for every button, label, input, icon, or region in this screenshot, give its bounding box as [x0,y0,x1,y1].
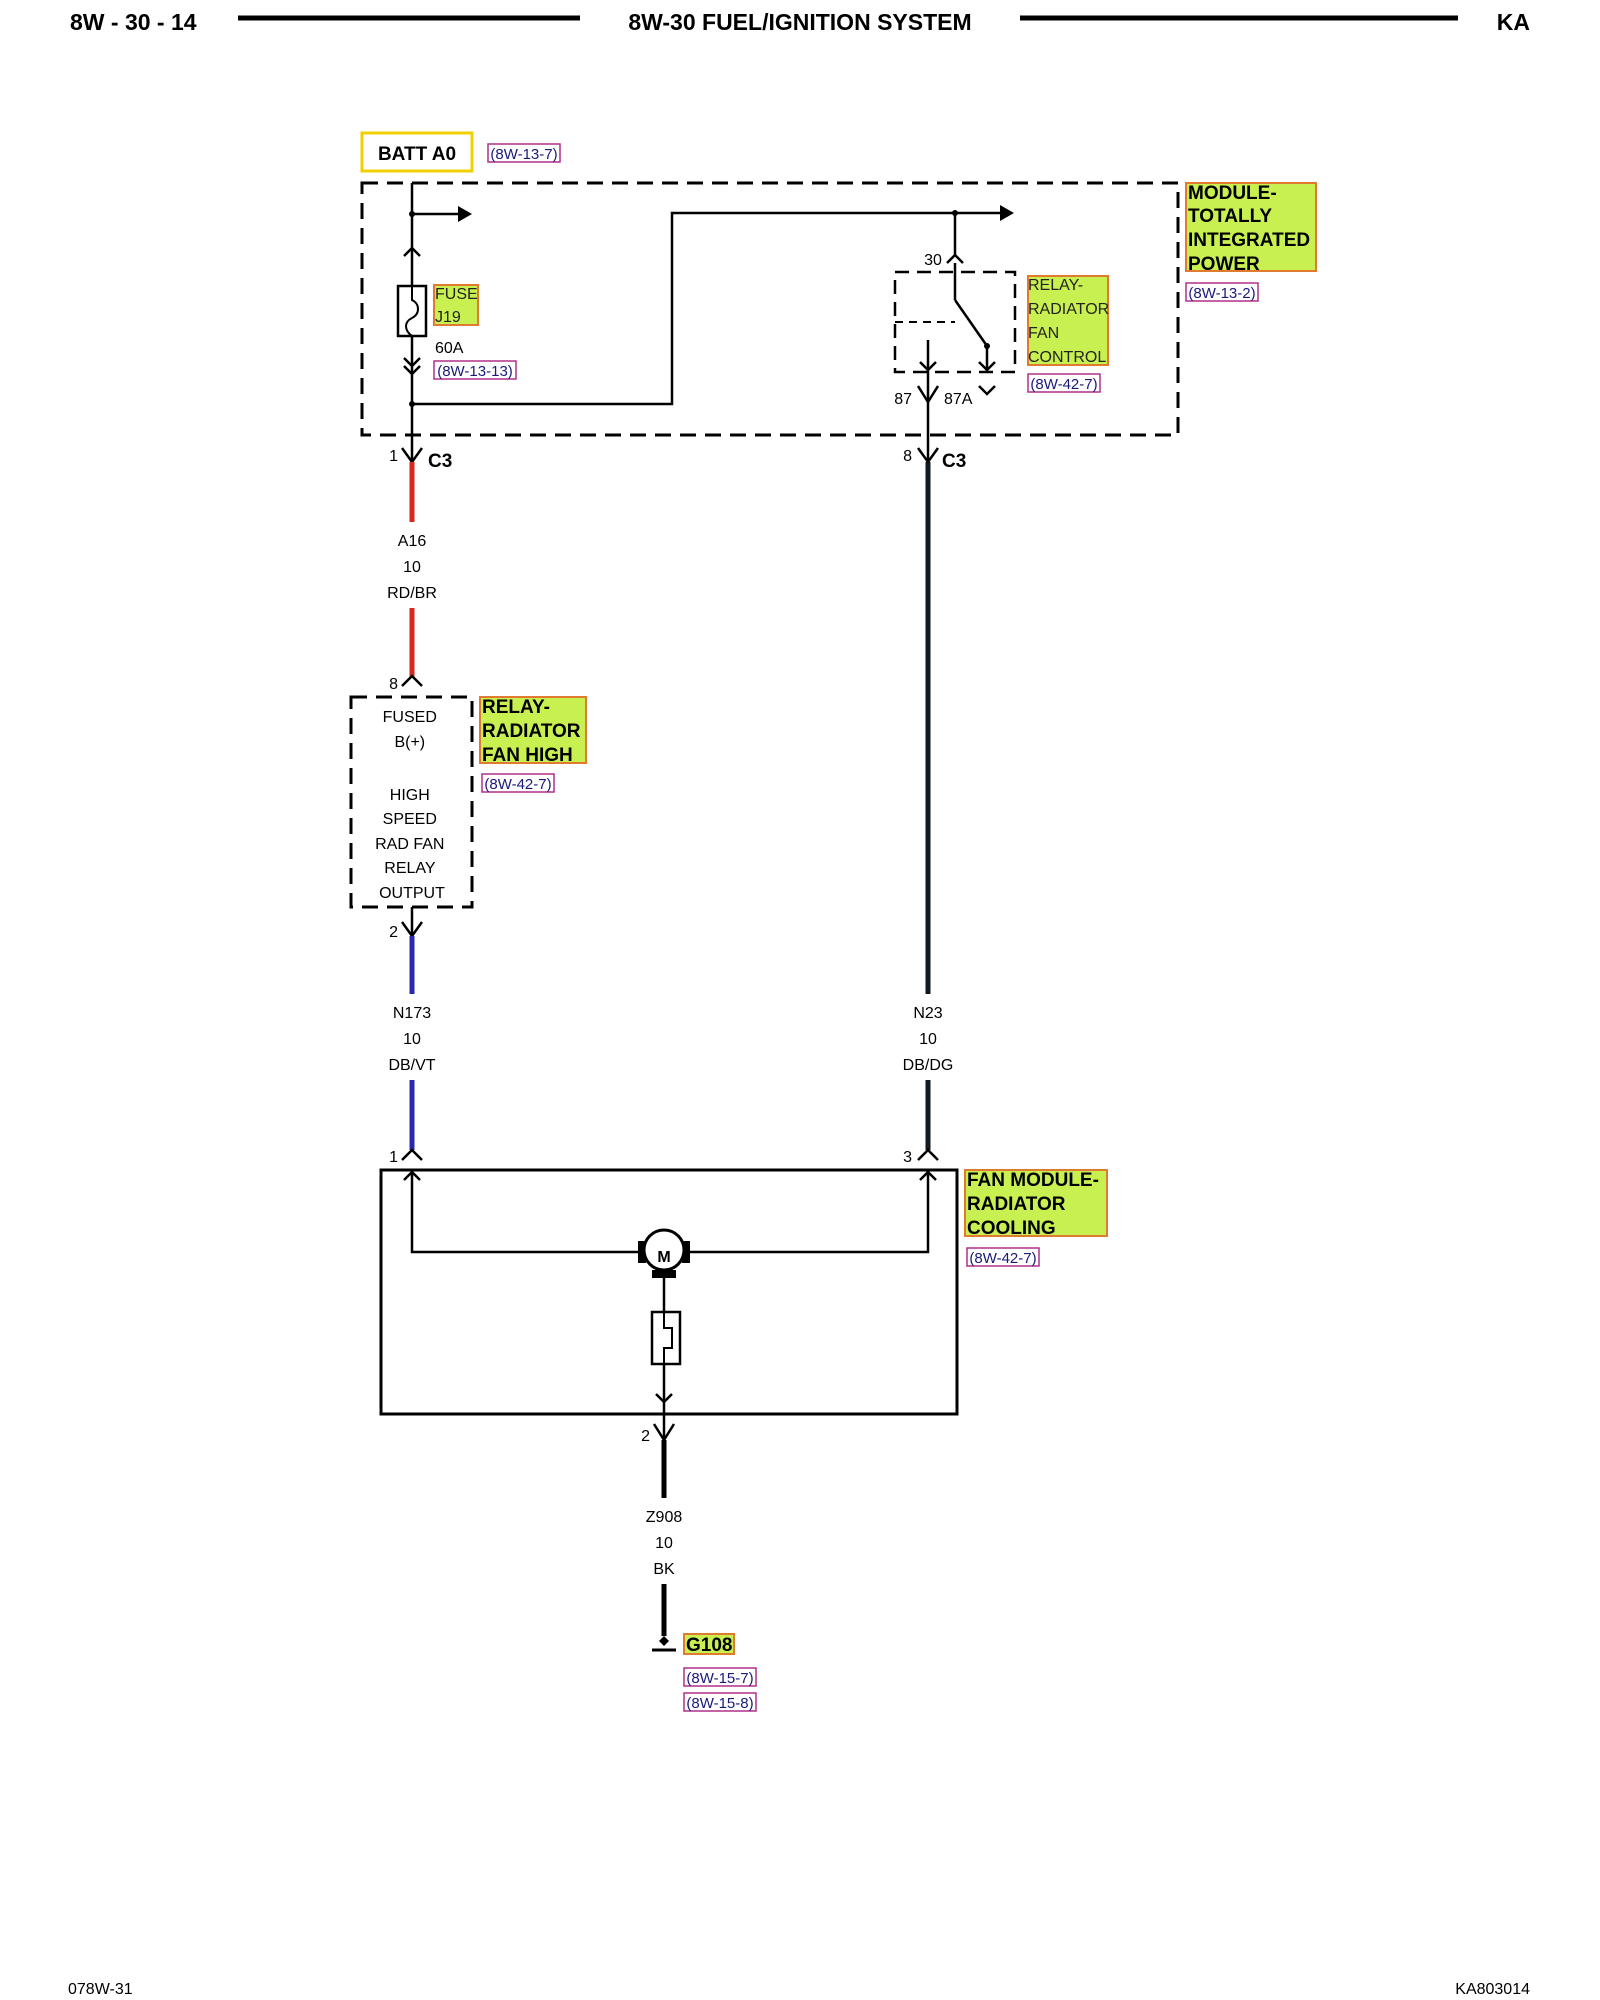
fan-module-ref: (8W-42-7) [969,1250,1036,1267]
motor-base [652,1270,676,1278]
batt-ref: (8W-13-7) [490,146,557,163]
ground-symbol-icon [659,1636,669,1646]
tipm-feed-line [412,211,1012,406]
relay-fan-high-ref-box [481,773,555,793]
fan-module-name: FAN MODULE- RADIATOR COOLING [967,1170,1104,1239]
relay-name: RELAY- RADIATOR FAN CONTROL [1028,277,1114,366]
fuse-rating: 60A [435,340,464,357]
wire-n173-color: DB/VT [388,1057,435,1074]
batt-ref-box [487,143,561,163]
wire-n173-gauge: 10 [403,1031,421,1048]
relay-ref-box [1027,373,1101,393]
relay-high-pin-in: 8 [389,676,398,693]
relay-pin-87: 87 [894,391,912,408]
fuse-bottom-connector-icon [403,357,421,368]
relay-fan-high-highlight [479,696,587,764]
relay-30-connector-icon [946,253,964,264]
wire-a16-circuit: A16 [398,533,427,550]
fan-pin1-connector-icon [401,1148,423,1161]
fan-internal-left-feed [410,1170,642,1254]
fan-pin3-connector-icon [917,1148,939,1161]
page-id: 8W - 30 - 14 [70,9,197,35]
tipm-module-box [360,181,1180,437]
wire-z908-circuit: Z908 [646,1509,683,1526]
fan-module-ref-box [966,1247,1040,1267]
page-title: 8W-30 FUEL/IGNITION SYSTEM [628,9,971,35]
fuse-element-icon [405,286,419,337]
fuse-name: FUSE J19 [435,286,482,326]
wire-n23-circuit: N23 [913,1005,942,1022]
footer-right-code: KA803014 [1455,1981,1530,1998]
c3-right-pin: 8 [903,448,912,465]
relay-switch-arm-icon [953,299,989,347]
fan-pin-left: 1 [389,1149,398,1166]
fuse-name-highlight [433,284,479,326]
fan-pin-right: 3 [903,1149,912,1166]
fuse-bottom-connector-icon-2 [403,365,421,376]
tipm-ref: (8W-13-2) [1188,285,1255,302]
fan-module-highlight [964,1169,1108,1237]
relay-fan-high-inner: FUSED B(+) HIGH SPEED RAD FAN RELAY OUTP… [375,709,449,902]
tipm-bus-arrow [458,206,472,222]
relay-fan-high-ref: (8W-42-7) [484,776,551,793]
breaker-arrow-icon [655,1393,673,1404]
relay-fan-high-name: RELAY- RADIATOR FAN HIGH [482,697,586,766]
circuit-breaker-element-icon [663,1312,673,1364]
relay-name-highlight [1027,275,1109,366]
motor-label: M [657,1249,670,1266]
c3-right-name: C3 [942,451,966,472]
tipm-ref-box [1185,282,1259,302]
tipm-name-highlight [1185,182,1317,272]
fuse-ref-box [433,360,517,380]
wire-n173-circuit: N173 [393,1005,431,1022]
batt-label: BATT A0 [378,144,456,165]
tipm-name: MODULE- TOTALLY INTEGRATED POWER [1188,183,1315,275]
wire-a16-gauge: 10 [403,559,421,576]
ground-ref-1: (8W-15-7) [686,1670,753,1687]
relay-pin-30: 30 [924,252,942,269]
fuse-ref: (8W-13-13) [437,363,513,380]
relay-high-pin8-connector-icon [401,674,423,687]
ground-ref-box-2 [683,1692,757,1712]
relay-high-pin-out: 2 [389,924,398,941]
relay-pin-87a: 87A [944,391,973,408]
fan-pin-ground: 2 [641,1428,650,1445]
relay-ref: (8W-42-7) [1030,376,1097,393]
fan-internal-left-arrow [403,1170,421,1181]
wire-z908-color: BK [653,1561,675,1578]
ground-ref-box-1 [683,1667,757,1687]
ground-ref-2: (8W-15-8) [686,1695,753,1712]
ground-name-highlight [683,1633,735,1655]
tipm-feed-arrow [1000,205,1014,221]
fan-internal-right-arrow [919,1170,937,1181]
c3-left-name: C3 [428,451,452,472]
ground-name: G108 [686,1635,732,1656]
motor-right-brush [682,1241,690,1263]
footer-left-code: 078W-31 [68,1981,133,1998]
relay-87-arrow-icon [919,361,937,372]
wire-z908-gauge: 10 [655,1535,673,1552]
wire-n23-gauge: 10 [919,1031,937,1048]
motor-left-brush [638,1241,646,1263]
wire-n23-color: DB/DG [903,1057,954,1074]
relay-87-connector-icon [916,385,940,405]
batt-label-box [360,131,474,173]
relay-87a-arrow-icon [978,361,996,372]
model-code: KA [1497,9,1530,35]
relay-fan-high-box [349,695,474,909]
relay-87a-connector-icon [978,385,996,396]
c3-left-pin: 1 [389,448,398,465]
circuit-breaker-icon [650,1310,682,1366]
wire-a16-color: RD/BR [387,585,437,602]
fan-internal-right-feed [686,1170,930,1254]
fan-module-box [379,1168,959,1416]
